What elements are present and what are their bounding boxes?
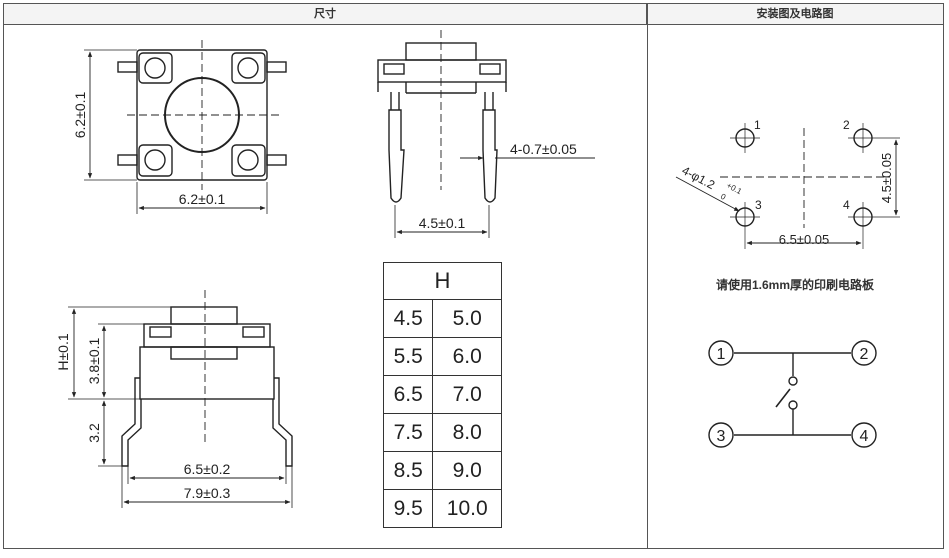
footprint-v-dim: 4.5±0.05 xyxy=(879,153,894,204)
table-cell: 6.5 xyxy=(382,375,434,414)
table-cell: 6.0 xyxy=(432,337,502,376)
circuit-terminal-3: 3 xyxy=(717,428,726,445)
front-view-pin-label: 3.2 xyxy=(86,423,102,443)
table-cell: 8.5 xyxy=(382,451,434,490)
table-cell: 5.5 xyxy=(382,337,434,376)
table-cell: 10.0 xyxy=(432,489,502,528)
footprint-pin-4: 4 xyxy=(843,198,850,212)
table-cell: 9.0 xyxy=(432,451,502,490)
footprint-tol-plus: +0.1 xyxy=(725,181,744,197)
spec-sheet-frame: 尺寸 安装图及电路图 xyxy=(3,3,944,549)
front-view-outer-label: 7.9±0.3 xyxy=(184,485,231,501)
pcb-thickness-note: 请使用1.6mm厚的印刷电路板 xyxy=(715,278,875,292)
circuit-terminal-4: 4 xyxy=(860,428,869,445)
front-view-inner-label: 6.5±0.2 xyxy=(184,461,231,477)
top-view-width-label: 6.2±0.1 xyxy=(179,191,226,207)
footprint-h-dim: 6.5±0.05 xyxy=(779,232,830,247)
front-view xyxy=(68,290,293,508)
mounting-header: 安装图及电路图 xyxy=(647,4,943,25)
dimensions-header: 尺寸 xyxy=(4,4,647,25)
footprint-pin-3: 3 xyxy=(755,198,762,212)
footprint-pin-1: 1 xyxy=(754,118,761,132)
table-cell: 9.5 xyxy=(382,489,434,528)
pcb-footprint xyxy=(675,123,900,249)
side-view-pin-label: 4-0.7±0.05 xyxy=(510,141,577,157)
table-cell: 7.0 xyxy=(432,375,502,414)
footprint-tol-minus: 0 xyxy=(719,192,728,202)
top-view-height-label: 6.2±0.1 xyxy=(72,91,88,138)
circuit-diagram xyxy=(708,340,877,448)
circuit-terminal-2: 2 xyxy=(860,346,869,363)
table-cell: 4.5 xyxy=(382,299,434,338)
footprint-pin-2: 2 xyxy=(843,118,850,132)
top-view xyxy=(84,40,287,214)
footprint-hole-label: 4-φ1.2 xyxy=(680,163,718,192)
table-cell: 5.0 xyxy=(432,299,502,338)
column-divider xyxy=(647,4,648,548)
side-view-pitch-label: 4.5±0.1 xyxy=(419,215,466,231)
side-view xyxy=(377,30,595,238)
table-cell: 8.0 xyxy=(432,413,502,452)
circuit-terminal-1: 1 xyxy=(717,346,726,363)
front-view-body-label: 3.8±0.1 xyxy=(86,337,102,384)
table-cell: 7.5 xyxy=(382,413,434,452)
table-header: H xyxy=(383,262,502,300)
table-header-row: H xyxy=(383,262,502,300)
front-view-h-label: H±0.1 xyxy=(55,333,71,370)
